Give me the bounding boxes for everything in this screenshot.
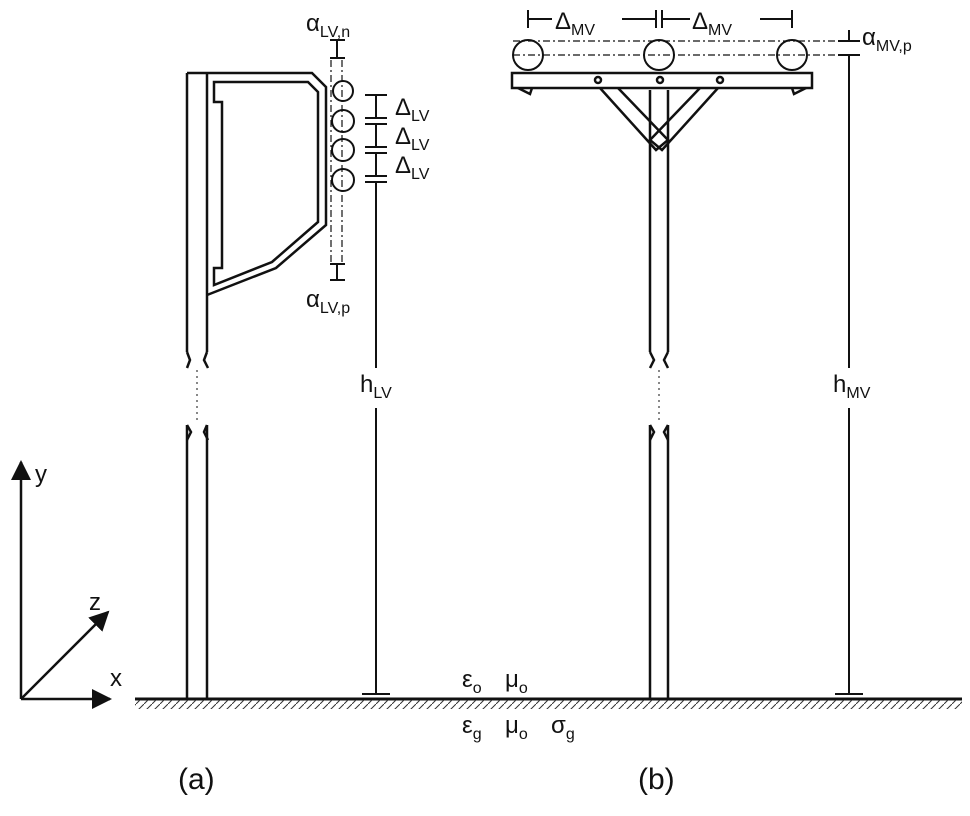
z-axis-label: z (89, 589, 101, 616)
delta-lv-label-1: ΔLV (395, 94, 430, 125)
mv-crossarm (510, 71, 814, 152)
lv-conductor-n (332, 80, 354, 102)
delta-lv-label-2: ΔLV (395, 123, 430, 154)
alpha-lv-p-label: αLV,p (306, 286, 350, 317)
h-mv-label: hMV (833, 371, 871, 402)
coordinate-axes (10, 460, 112, 709)
x-axis-label: x (110, 665, 122, 692)
z-axis-arrow (20, 610, 110, 700)
mu-air-label: μo (505, 666, 528, 697)
caption-a: (a) (178, 763, 215, 796)
delta-mv-label-1: ΔMV (555, 8, 595, 39)
sigma-ground-label: σg (551, 712, 575, 743)
h-lv-label: hLV (360, 371, 392, 402)
lv-conductors (331, 80, 355, 192)
media-parameters: εo μo εg μo σg (462, 666, 575, 743)
mv-centerlines (513, 40, 838, 56)
caption-b: (b) (638, 763, 675, 796)
lv-dimension-marks (330, 39, 390, 695)
lv-pole (185, 71, 210, 699)
mv-pole (648, 90, 670, 699)
lv-centerlines (330, 60, 343, 262)
alpha-mv-p-label: αMV,p (862, 24, 912, 55)
eps-ground-label: εg (462, 712, 482, 743)
ground (135, 697, 962, 709)
alpha-lv-n-label: αLV,n (306, 10, 350, 41)
eps-air-label: εo (462, 666, 482, 697)
lv-labels: αLV,n αLV,p ΔLV ΔLV ΔLV hLV (306, 10, 430, 402)
y-axis-label: y (35, 461, 47, 488)
mu-ground-label: μo (505, 712, 528, 743)
mv-labels: ΔMV ΔMV αMV,p hMV (555, 8, 912, 402)
delta-mv-label-2: ΔMV (692, 8, 732, 39)
mv-dimension-marks (527, 10, 863, 695)
delta-lv-label-3: ΔLV (395, 152, 430, 183)
lv-rack-bracket (206, 71, 328, 297)
